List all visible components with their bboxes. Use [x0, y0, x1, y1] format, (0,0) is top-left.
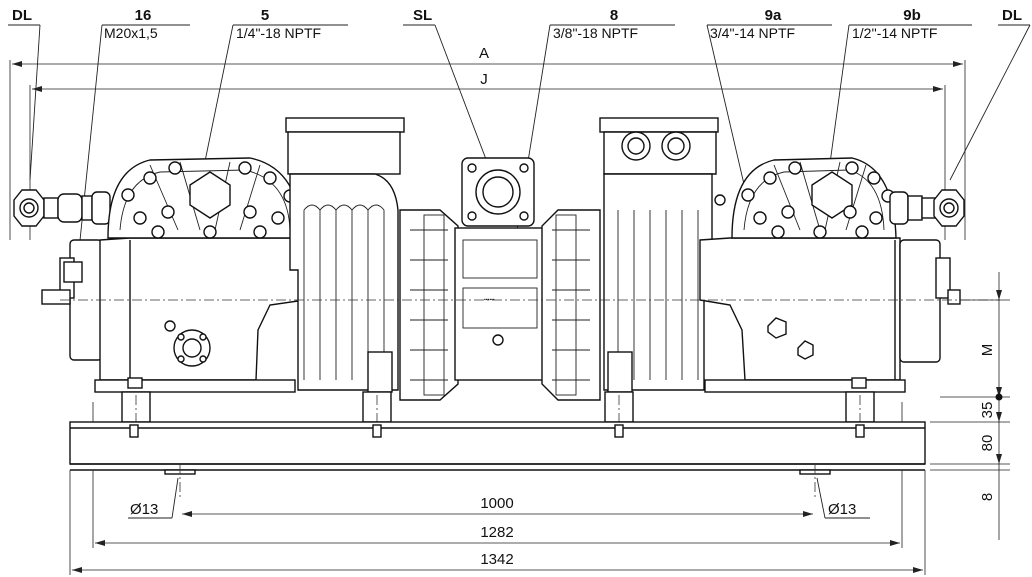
dimension-1342-label: 1342: [480, 551, 513, 568]
left-compressor: [13, 157, 306, 425]
callout-5-spec: 1/4"-18 NPTF: [236, 25, 321, 41]
center-coupling: ▪▪▪▪▪▪: [399, 157, 601, 401]
callout-9b-spec: 1/2''-14 NPTF: [852, 25, 937, 41]
dimension-35-label: 35: [979, 402, 996, 419]
dimension-1000-label: 1000: [480, 495, 513, 512]
callout-labels: DL 16 M20x1,5 5 1/4"-18 NPTF SL 8 3/8"-1…: [8, 7, 1030, 41]
callout-sl-label: SL: [413, 7, 432, 24]
dimension-a-label: A: [479, 45, 489, 62]
right-discharge-valve: [889, 189, 965, 227]
hole-left-label: Ø13: [130, 501, 158, 518]
left-discharge-valve: [13, 189, 111, 227]
hole-right-label: Ø13: [828, 501, 856, 518]
suction-port-sl: [461, 157, 535, 227]
callout-8-spec: 3/8"-18 NPTF: [553, 25, 638, 41]
hole-callouts: Ø13 Ø13: [128, 477, 870, 519]
dimension-1342: 1342: [69, 470, 926, 575]
vertical-dimensions: M 35 80 8: [930, 272, 1010, 540]
callout-dl-right-label: DL: [1002, 7, 1022, 24]
dimension-m-label: M: [979, 344, 996, 357]
right-compressor: [699, 157, 965, 425]
nameplate-marking: ▪▪▪▪▪▪: [484, 297, 495, 303]
callout-5-label: 5: [261, 7, 269, 24]
callout-16-label: 16: [135, 7, 152, 24]
dimension-j-label: J: [480, 71, 488, 88]
base-frame: [69, 402, 926, 500]
right-motor: [599, 117, 719, 425]
left-head-bolts: [121, 161, 297, 239]
callout-16-spec: M20x1,5: [104, 25, 158, 41]
dimension-80-label: 80: [979, 435, 996, 452]
left-motor: [285, 117, 405, 425]
callout-9a-spec: 3/4"-14 NPTF: [710, 25, 795, 41]
callout-9b-label: 9b: [903, 7, 921, 24]
dimension-1000: 1000: [182, 495, 813, 517]
callout-8-label: 8: [610, 7, 618, 24]
dimension-1282: 1282: [92, 470, 903, 548]
dimension-a: A: [9, 45, 966, 240]
right-head-bolts: [714, 161, 895, 239]
callout-9a-label: 9a: [765, 7, 782, 24]
dimension-8-label: 8: [979, 493, 996, 501]
callout-dl-left-label: DL: [12, 7, 32, 24]
dimension-1282-label: 1282: [480, 524, 513, 541]
